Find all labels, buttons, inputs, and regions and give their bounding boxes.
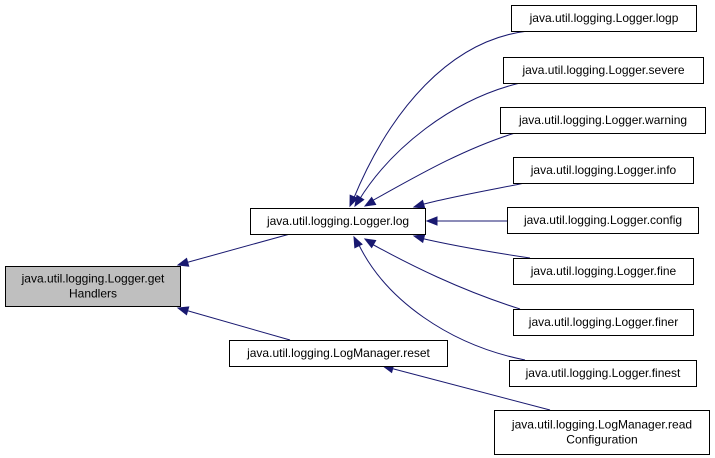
node-reset[interactable]: java.util.logging.LogManager.reset [229,340,448,367]
node-finest[interactable]: java.util.logging.Logger.finest [509,360,697,387]
node-box [513,157,694,184]
node-box [511,5,697,32]
node-label: java.util.logging.Logger.severe [521,63,684,77]
edge-log-to-getHandlers [176,233,291,267]
node-box [507,207,699,234]
edge-config-to-log [425,216,507,226]
node-box [250,208,426,235]
node-box [503,57,704,84]
node-box [509,360,697,387]
node-warning[interactable]: java.util.logging.Logger.warning [500,107,706,134]
edge-line [184,309,291,341]
arrowhead-icon [412,199,426,209]
node-logp[interactable]: java.util.logging.Logger.logp [511,5,697,32]
node-severe[interactable]: java.util.logging.Logger.severe [503,57,704,84]
node-box [513,309,694,336]
node-finer[interactable]: java.util.logging.Logger.finer [513,309,694,336]
edge-line [369,242,521,310]
node-box [5,266,181,307]
node-label: java.util.logging.Logger.logp [529,11,679,25]
node-label: java.util.logging.Logger.finest [525,366,681,380]
node-label: java.util.logging.Logger.warning [518,113,687,127]
arrowhead-icon [353,235,363,249]
node-label: Configuration [566,433,637,447]
arrowhead-icon [354,194,365,208]
edge-line [184,233,291,264]
edges-layer [176,30,551,411]
edge-line [419,182,526,206]
edge-info-to-log [412,182,526,209]
node-label: java.util.logging.Logger.fine [530,264,677,278]
node-fine[interactable]: java.util.logging.Logger.fine [513,258,694,285]
edge-line [369,132,516,203]
node-label: java.util.logging.Logger.log [266,214,409,228]
edge-severe-to-log [354,82,521,208]
edge-finer-to-log [363,238,521,310]
node-info[interactable]: java.util.logging.Logger.info [513,157,694,184]
node-readConfiguration[interactable]: java.util.logging.LogManager.readConfigu… [494,410,710,455]
node-label: java.util.logging.Logger.info [530,163,677,177]
node-label: java.util.logging.Logger.config [523,213,682,227]
arrowhead-icon [349,194,359,208]
node-label: Handlers [69,287,117,301]
edge-logp-to-log [349,30,529,208]
arrowhead-icon [363,238,377,249]
node-label: java.util.logging.Logger.finer [528,315,678,329]
edge-line [357,242,526,361]
edge-reset-to-getHandlers [176,306,291,341]
edge-line [352,30,529,201]
node-box [494,410,710,455]
node-box [513,258,694,285]
edge-line [389,367,551,411]
edge-finest-to-log [353,235,526,361]
arrowhead-icon [412,233,426,244]
arrowhead-icon [176,257,190,267]
edge-fine-to-log [412,233,531,259]
arrowhead-icon [363,196,377,207]
arrowhead-icon [425,216,438,226]
edge-warning-to-log [363,132,516,207]
arrowhead-icon [176,306,190,316]
edge-line [358,82,521,201]
node-config[interactable]: java.util.logging.Logger.config [507,207,699,234]
node-label: java.util.logging.LogManager.reset [246,346,430,360]
node-box [229,340,448,367]
node-box [500,107,706,134]
node-label: java.util.logging.Logger.get [21,272,165,286]
node-log[interactable]: java.util.logging.Logger.log [250,208,426,235]
node-label: java.util.logging.LogManager.read [511,418,692,432]
nodes-layer: java.util.logging.Logger.getHandlersjava… [5,5,710,455]
edge-line [419,237,531,259]
